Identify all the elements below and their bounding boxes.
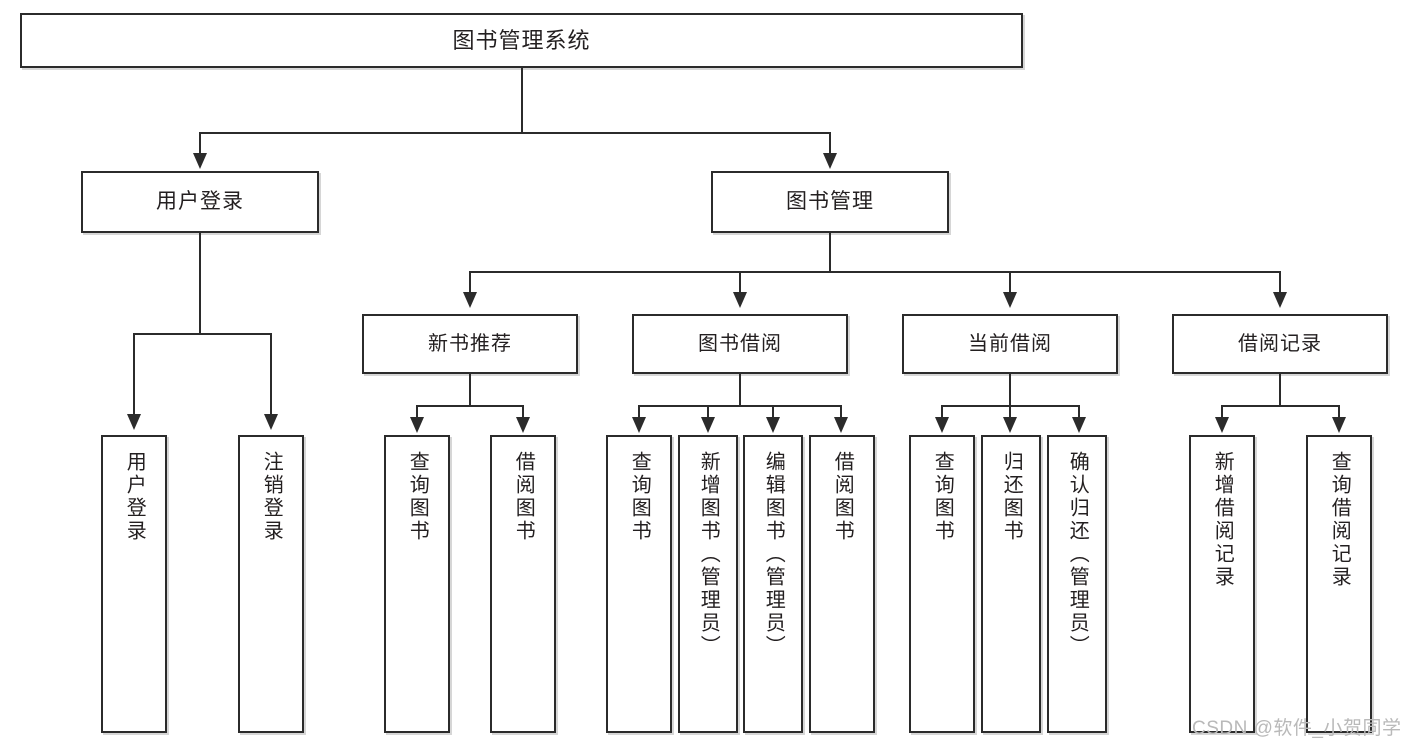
node-root-system[interactable]: 图书管理系统 [20,13,1023,68]
node-new-book-recommend[interactable]: 新书推荐 [362,314,578,374]
node-label: 借阅记录 [1238,332,1322,355]
arrowhead-user-login [193,153,207,169]
connector-user-login-to-leaf-1 [133,333,135,415]
connector-user-login-to-leaf-2 [270,333,272,415]
connector-book-borrow-to-leaf-4 [840,405,842,418]
leaf-book-borrow-query-book[interactable]: 查询图书 [606,435,672,733]
connector-new-book-to-leaf-1 [416,405,418,418]
node-label: 查询图书 [931,451,954,543]
node-label: 用户登录 [123,451,146,543]
connector-borrow-record-bus [1221,405,1340,407]
connector-book-manage-to-current-borrow [1009,271,1011,293]
leaf-user-login-logout[interactable]: 注销登录 [238,435,304,733]
leaf-new-book-borrow-book[interactable]: 借阅图书 [490,435,556,733]
connector-book-manage-to-new-book [469,271,471,293]
connector-book-borrow-to-leaf-1 [638,405,640,418]
node-label: 借阅图书 [831,451,854,543]
arrowhead-current-borrow-leaf-2 [1003,417,1017,433]
node-label: 用户登录 [156,189,244,213]
connector-borrow-record-to-leaf-1 [1221,405,1223,418]
connector-current-borrow-to-leaf-1 [941,405,943,418]
node-label: 查询图书 [406,451,429,543]
arrowhead-new-book-recommend [463,292,477,308]
connector-new-book-stem [469,374,471,406]
connector-current-borrow-to-leaf-3 [1078,405,1080,418]
node-user-login[interactable]: 用户登录 [81,171,319,233]
node-label: 新增借阅记录 [1211,451,1234,589]
node-borrow-record[interactable]: 借阅记录 [1172,314,1388,374]
arrowhead-current-borrow-leaf-1 [935,417,949,433]
node-book-management[interactable]: 图书管理 [711,171,949,233]
arrowhead-user-login-leaf-1 [127,414,141,430]
node-current-borrow[interactable]: 当前借阅 [902,314,1118,374]
connector-book-manage-stem [829,233,831,272]
leaf-new-book-query-book[interactable]: 查询图书 [384,435,450,733]
arrowhead-new-book-leaf-2 [516,417,530,433]
node-book-borrow[interactable]: 图书借阅 [632,314,848,374]
node-label: 借阅图书 [512,451,535,543]
connector-root-to-book-manage [829,132,831,154]
connector-borrow-record-stem [1279,374,1281,406]
leaf-borrow-record-add-record[interactable]: 新增借阅记录 [1189,435,1255,733]
leaf-current-borrow-confirm-return[interactable]: 确认归还（管理员） [1047,435,1107,733]
leaf-current-borrow-return-book[interactable]: 归还图书 [981,435,1041,733]
node-label: 图书管理 [786,189,874,213]
arrowhead-book-manage [823,153,837,169]
node-label: 查询借阅记录 [1328,451,1351,589]
node-label: 新书推荐 [428,332,512,355]
arrowhead-book-borrow-leaf-4 [834,417,848,433]
arrowhead-new-book-leaf-1 [410,417,424,433]
node-label: 图书借阅 [698,332,782,355]
connector-book-manage-to-borrow-record [1279,271,1281,293]
connector-current-borrow-stem [1009,374,1011,406]
arrowhead-user-login-leaf-2 [264,414,278,430]
node-label: 注销登录 [260,451,283,543]
arrowhead-current-borrow [1003,292,1017,308]
leaf-book-borrow-edit-book[interactable]: 编辑图书（管理员） [743,435,803,733]
leaf-borrow-record-query-record[interactable]: 查询借阅记录 [1306,435,1372,733]
connector-root-to-user-login [199,132,201,154]
node-label: 图书管理系统 [452,27,591,53]
node-label: 查询图书 [628,451,651,543]
connector-new-book-bus [416,405,524,407]
connector-new-book-to-leaf-2 [522,405,524,418]
arrowhead-borrow-record-leaf-1 [1215,417,1229,433]
node-label: 当前借阅 [968,332,1052,355]
connector-user-login-stem [199,233,201,334]
leaf-book-borrow-add-book[interactable]: 新增图书（管理员） [678,435,738,733]
connector-current-borrow-to-leaf-2 [1009,405,1011,418]
connector-borrow-record-to-leaf-2 [1338,405,1340,418]
connector-book-borrow-to-leaf-3 [772,405,774,418]
arrowhead-borrow-record [1273,292,1287,308]
arrowhead-book-borrow [733,292,747,308]
leaf-current-borrow-query-book[interactable]: 查询图书 [909,435,975,733]
arrowhead-book-borrow-leaf-1 [632,417,646,433]
node-label: 新增图书（管理员） [697,451,720,658]
node-label: 确认归还（管理员） [1066,451,1089,658]
connector-book-borrow-to-leaf-2 [707,405,709,418]
connector-user-login-bus [133,333,272,335]
arrowhead-current-borrow-leaf-3 [1072,417,1086,433]
arrowhead-book-borrow-leaf-2 [701,417,715,433]
node-label: 归还图书 [1000,451,1023,543]
node-label: 编辑图书（管理员） [762,451,785,658]
leaf-user-login-login[interactable]: 用户登录 [101,435,167,733]
arrowhead-borrow-record-leaf-2 [1332,417,1346,433]
connector-book-manage-to-book-borrow [739,271,741,293]
connector-root-bus [199,132,831,134]
connector-book-borrow-stem [739,374,741,406]
arrowhead-book-borrow-leaf-3 [766,417,780,433]
connector-root-stem [521,68,523,133]
connector-book-manage-bus [469,271,1281,273]
leaf-book-borrow-borrow-book[interactable]: 借阅图书 [809,435,875,733]
connector-book-borrow-bus [638,405,842,407]
